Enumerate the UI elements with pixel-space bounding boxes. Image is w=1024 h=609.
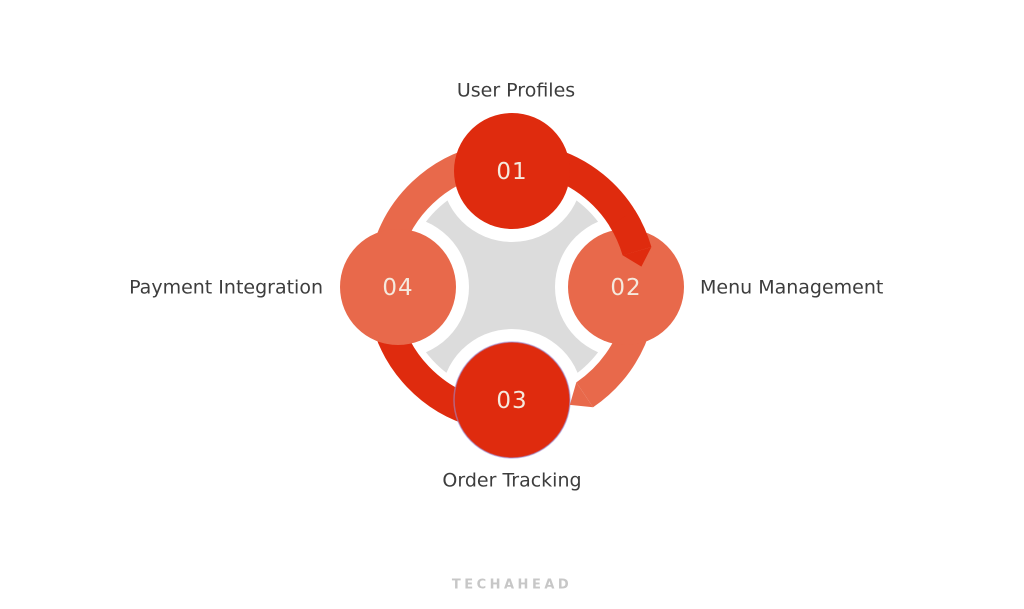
arc-01-to-02-arrow-tip xyxy=(622,247,652,267)
node-label-payment-integration: Payment Integration xyxy=(129,276,323,299)
node-number-01: 01 xyxy=(496,159,527,185)
node-number-04: 04 xyxy=(382,275,413,301)
techahead-logo: TECHAHEAD xyxy=(451,577,573,593)
center-shape xyxy=(404,179,620,395)
arc-01-to-02-tip-band xyxy=(609,210,652,256)
arc-02-to-03-arrow-tip xyxy=(569,382,594,408)
node-number-03: 03 xyxy=(496,388,527,414)
node-label-user-profiles: User Profiles xyxy=(456,79,576,102)
node-label-order-tracking: Order Tracking xyxy=(442,469,582,492)
node-circle-01 xyxy=(454,113,570,229)
node-number-02: 02 xyxy=(610,275,641,301)
node-label-menu-management: Menu Management xyxy=(700,276,884,299)
node-circle-03 xyxy=(453,341,571,459)
node-circle-04 xyxy=(340,229,456,345)
node-circle-02 xyxy=(568,229,684,345)
